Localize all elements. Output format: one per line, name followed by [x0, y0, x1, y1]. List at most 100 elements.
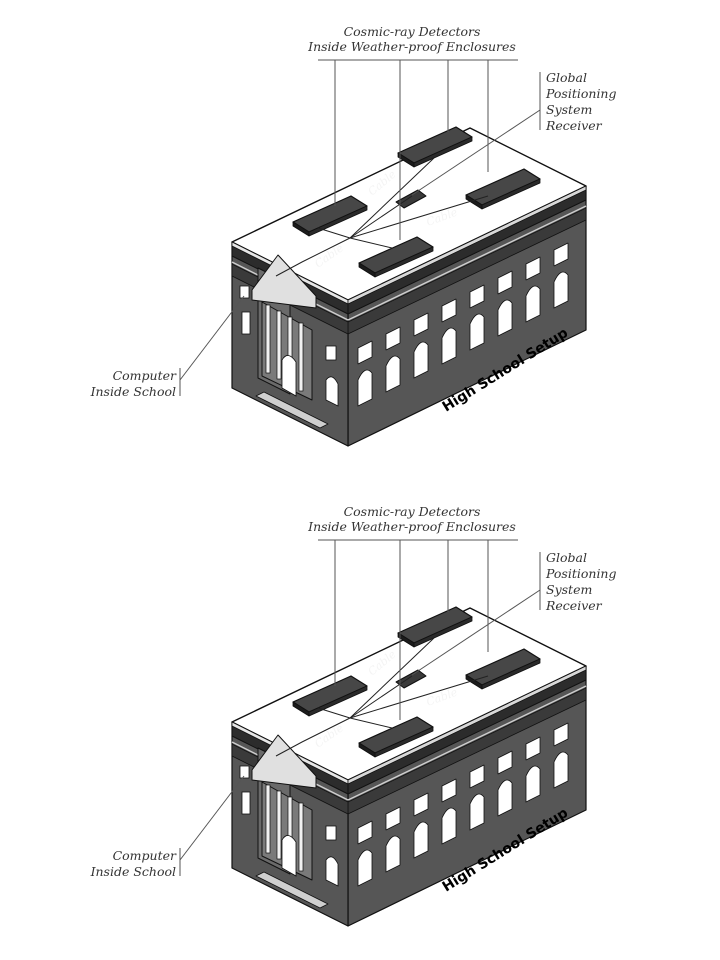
- cable-line: [349, 675, 489, 719]
- computer-label-line2: Inside School: [90, 384, 176, 399]
- window: [469, 284, 485, 309]
- entrance-steps: [255, 871, 329, 909]
- arched-window: [441, 327, 457, 365]
- portico-column: [298, 322, 304, 392]
- front-window-right-upper: [325, 345, 337, 361]
- cable-line: [349, 195, 489, 239]
- entrance-door: [281, 355, 297, 397]
- detectors-label-line2: Inside Weather-proof Enclosures: [307, 39, 516, 54]
- high-school-setup-diagram-top: Cosmic-ray Detectors Inside Weather-proo…: [90, 24, 617, 447]
- detector-leader-lines: [318, 59, 541, 240]
- arched-window: [497, 299, 513, 337]
- window: [441, 298, 457, 323]
- front-window-right: [325, 376, 339, 407]
- arched-window: [357, 369, 373, 407]
- window: [357, 820, 373, 845]
- cable-line: [349, 717, 393, 729]
- portico-column: [276, 790, 282, 860]
- computer-leader-line: [179, 295, 245, 396]
- gps-label-line2: Positioning: [545, 86, 617, 101]
- cable-line: [317, 707, 351, 719]
- detectors-label-line1: Cosmic-ray Detectors: [344, 24, 481, 39]
- gps-label-line2: Positioning: [545, 566, 617, 581]
- entrance-steps: [255, 391, 329, 429]
- roof-edge-right: [347, 665, 587, 785]
- arched-window: [469, 793, 485, 831]
- arched-window: [525, 765, 541, 803]
- window: [441, 778, 457, 803]
- school-building: [231, 126, 587, 447]
- window: [469, 764, 485, 789]
- arched-window: [441, 807, 457, 845]
- gps-label-line1: Global: [546, 70, 587, 85]
- detector-enclosure-top-front: [397, 632, 415, 648]
- computer-room-window: [239, 765, 250, 779]
- computer-label-line2: Inside School: [90, 864, 176, 879]
- window: [553, 722, 569, 747]
- gps-label-line4: Receiver: [545, 598, 603, 613]
- window: [385, 806, 401, 831]
- portico-column: [276, 310, 282, 380]
- gps-label-line3: System: [546, 102, 592, 117]
- gps-receiver: [395, 669, 427, 689]
- front-window-right: [325, 856, 339, 887]
- detector-enclosure-top-front: [397, 152, 415, 168]
- roof-edge-right: [347, 185, 587, 305]
- high-school-setup-diagram-bottom: Cosmic-ray Detectors Inside Weather-proo…: [0, 480, 720, 960]
- detector-enclosure-left-front: [292, 701, 310, 717]
- arched-window: [385, 835, 401, 873]
- portico-pediment: [251, 254, 317, 309]
- gps-label-line3: System: [546, 582, 592, 597]
- detector-enclosure-right-front: [465, 194, 483, 210]
- window: [497, 750, 513, 775]
- window: [525, 736, 541, 761]
- window: [385, 326, 401, 351]
- window: [553, 242, 569, 267]
- gps-label-line1: Global: [546, 550, 587, 565]
- front-window: [241, 311, 251, 335]
- detector-enclosure-left-front: [292, 221, 310, 237]
- window: [497, 270, 513, 295]
- arched-window: [525, 285, 541, 323]
- front-window: [241, 791, 251, 815]
- portico-column: [298, 802, 304, 872]
- detector-leader-lines: [318, 539, 541, 720]
- arched-window: [413, 821, 429, 859]
- detectors-label-line1: Cosmic-ray Detectors: [344, 504, 481, 519]
- arched-window: [413, 341, 429, 379]
- window: [525, 256, 541, 281]
- front-window-right-upper: [325, 825, 337, 841]
- detector-enclosure-right-front: [465, 674, 483, 690]
- window: [413, 312, 429, 337]
- computer-leader-line: [179, 775, 245, 876]
- cable-line: [349, 195, 413, 239]
- computer-label-line1: Computer: [113, 368, 177, 383]
- detectors-label-line2: Inside Weather-proof Enclosures: [307, 519, 516, 534]
- school-building: [231, 606, 587, 927]
- cable-line: [349, 237, 393, 249]
- portico-pediment: [251, 734, 317, 789]
- detector-enclosure-front-front: [358, 262, 376, 278]
- arched-window: [497, 779, 513, 817]
- arched-window: [357, 849, 373, 887]
- computer-label-line1: Computer: [113, 848, 177, 863]
- cable-to-computer: [275, 717, 351, 757]
- cornice-line-right: [347, 205, 587, 321]
- gps-receiver: [395, 189, 427, 209]
- window: [357, 340, 373, 365]
- arched-window: [553, 751, 569, 789]
- cable-line: [349, 675, 413, 719]
- cornice-line-right: [347, 685, 587, 801]
- arched-window: [553, 271, 569, 309]
- cable-line: [317, 227, 351, 239]
- arched-window: [469, 313, 485, 351]
- cable-to-computer: [275, 237, 351, 277]
- arched-window: [385, 355, 401, 393]
- entrance-door: [281, 835, 297, 877]
- gps-label-line4: Receiver: [545, 118, 603, 133]
- computer-room-window: [239, 285, 250, 299]
- window: [413, 792, 429, 817]
- detector-enclosure-front-front: [358, 742, 376, 758]
- portico-column: [265, 784, 271, 854]
- cable-line: [349, 157, 435, 239]
